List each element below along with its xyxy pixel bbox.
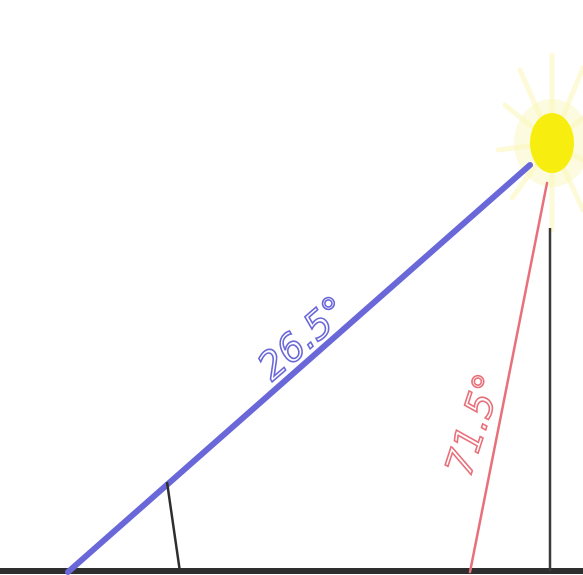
sun-icon [495,52,583,233]
blue-ray-perpendicular [165,481,182,573]
sun-disk [530,113,574,173]
blue-angle-label: 26.5° [249,288,356,389]
blue-ray-line [65,162,533,575]
red-ray-line [468,181,549,574]
